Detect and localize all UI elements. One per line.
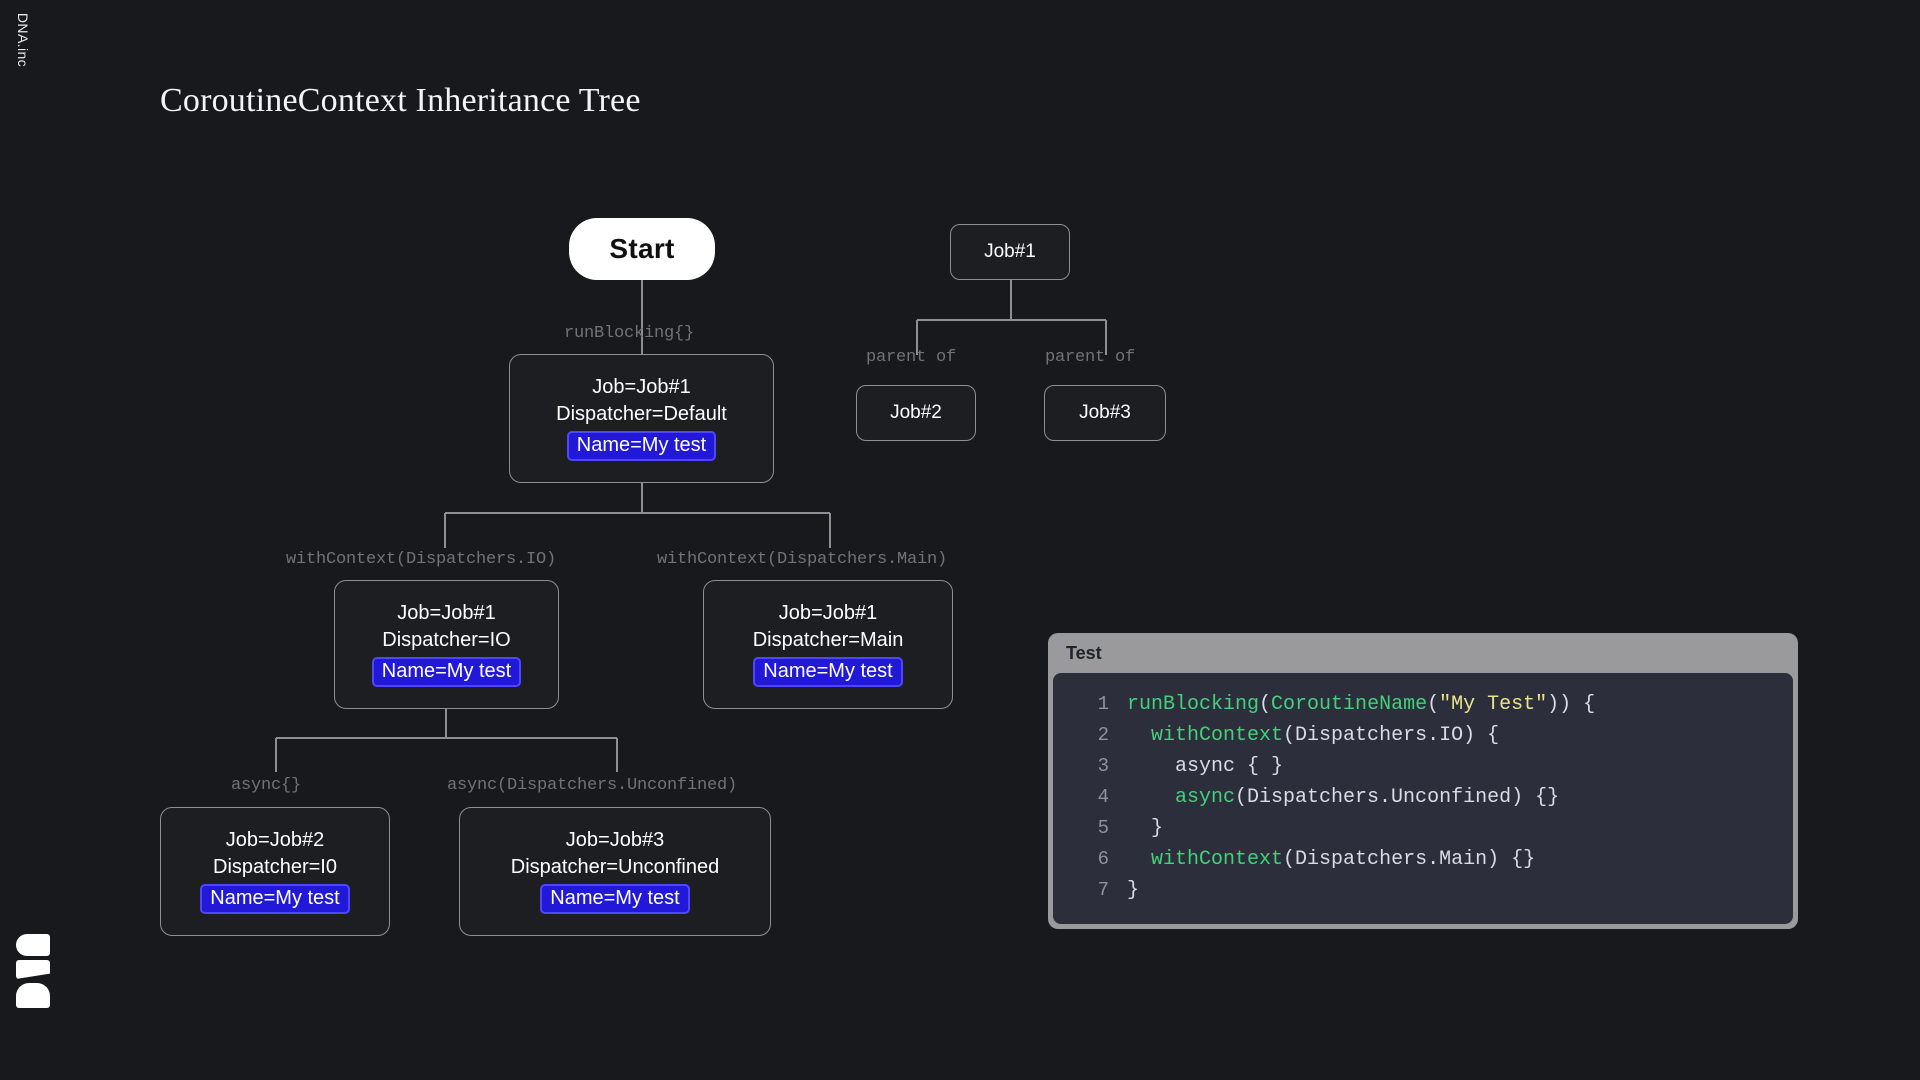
code-line-source: withContext(Dispatchers.Main) {}: [1127, 844, 1535, 875]
edge-label-runblocking: runBlocking{}: [564, 324, 695, 343]
node-job3[interactable]: Job#3: [1044, 385, 1166, 441]
code-line: 2 withContext(Dispatchers.IO) {: [1053, 720, 1793, 751]
code-token: withContext: [1151, 724, 1284, 747]
code-token: [1127, 786, 1175, 809]
node-start[interactable]: Start: [569, 218, 715, 280]
code-token: (Dispatchers.Unconfined) {}: [1235, 786, 1560, 809]
code-token: }: [1127, 879, 1140, 902]
edge-root-to-children: [444, 483, 831, 548]
node-job2-label: Job#2: [890, 402, 942, 423]
node-context-root-name-badge: Name=My test: [566, 430, 717, 462]
code-token: async: [1175, 786, 1236, 809]
code-line-number: 7: [1097, 879, 1109, 901]
code-token: runBlocking: [1127, 693, 1260, 716]
code-panel-tab-bar: Test: [1048, 633, 1798, 673]
node-job1[interactable]: Job#1: [950, 224, 1070, 280]
node-context-job3[interactable]: Job=Job#3 Dispatcher=Unconfined Name=My …: [459, 807, 771, 936]
edge-io-to-async: [275, 709, 618, 772]
code-line-number: 4: [1097, 786, 1109, 808]
node-context-io-dispatcher: Dispatcher=IO: [382, 629, 511, 652]
node-context-job2-name-badge: Name=My test: [200, 883, 350, 915]
edge-label-async-unconfined: async(Dispatchers.Unconfined): [447, 776, 738, 795]
dna-logo-bar-n: [16, 960, 50, 979]
edge-label-async: async{}: [231, 776, 302, 795]
code-token: CoroutineName: [1271, 693, 1428, 716]
code-token: [1127, 848, 1151, 871]
code-token: (Dispatchers.IO) {: [1283, 724, 1500, 747]
page-title: CoroutineContext Inheritance Tree: [160, 82, 641, 119]
code-token: (: [1259, 693, 1272, 716]
dna-logo-bar-d: [16, 934, 50, 956]
node-context-main-job: Job=Job#1: [778, 601, 878, 624]
code-token: [1127, 724, 1151, 747]
node-start-label: Start: [609, 233, 675, 264]
edge-label-parent-of-2: parent of: [1045, 348, 1136, 367]
code-line-source: async { }: [1127, 751, 1283, 782]
edge-label-withcontext-main: withContext(Dispatchers.Main): [657, 550, 948, 569]
tab-test[interactable]: Test: [1066, 642, 1102, 663]
code-token: )) {: [1547, 693, 1596, 716]
code-line-source: withContext(Dispatchers.IO) {: [1127, 720, 1499, 751]
code-token: "My Test": [1439, 693, 1548, 716]
code-token: (Dispatchers.Main) {}: [1283, 848, 1536, 871]
node-job3-label: Job#3: [1079, 402, 1131, 423]
node-context-root[interactable]: Job=Job#1 Dispatcher=Default Name=My tes…: [509, 354, 774, 483]
code-line-number: 1: [1097, 693, 1109, 715]
node-context-job3-dispatcher: Dispatcher=Unconfined: [510, 856, 720, 879]
edge-job1-to-jobs: [916, 280, 1107, 355]
node-context-job2[interactable]: Job=Job#2 Dispatcher=I0 Name=My test: [160, 807, 390, 936]
code-token: }: [1127, 817, 1164, 840]
dna-logo: [16, 934, 50, 1008]
node-context-io[interactable]: Job=Job#1 Dispatcher=IO Name=My test: [334, 580, 559, 709]
code-line: 4 async(Dispatchers.Unconfined) {}: [1053, 782, 1793, 813]
node-context-job2-job: Job=Job#2: [225, 828, 325, 851]
code-line-number: 6: [1097, 848, 1109, 870]
code-line-source: }: [1127, 875, 1139, 906]
node-context-root-dispatcher: Dispatcher=Default: [556, 403, 727, 426]
node-job2[interactable]: Job#2: [856, 385, 976, 441]
dna-logo-bar-a: [16, 983, 50, 1008]
node-job1-label: Job#1: [984, 241, 1036, 262]
edge-label-parent-of-1: parent of: [866, 348, 957, 367]
edge-label-withcontext-io: withContext(Dispatchers.IO): [286, 550, 557, 569]
code-line: 6 withContext(Dispatchers.Main) {}: [1053, 844, 1793, 875]
code-token: async { }: [1127, 755, 1284, 778]
code-line-source: runBlocking(CoroutineName("My Test")) {: [1127, 689, 1595, 720]
code-line: 3 async { }: [1053, 751, 1793, 782]
code-line: 7}: [1053, 875, 1793, 906]
node-context-io-name-badge: Name=My test: [371, 656, 522, 688]
node-context-main[interactable]: Job=Job#1 Dispatcher=Main Name=My test: [703, 580, 953, 709]
node-context-job2-dispatcher: Dispatcher=I0: [213, 856, 337, 879]
code-line-source: async(Dispatchers.Unconfined) {}: [1127, 782, 1559, 813]
node-context-main-dispatcher: Dispatcher=Main: [752, 629, 904, 652]
node-context-job3-job: Job=Job#3: [565, 828, 665, 851]
code-line-number: 2: [1097, 724, 1109, 746]
code-line: 5 }: [1053, 813, 1793, 844]
code-line-number: 5: [1097, 817, 1109, 839]
code-line-number: 3: [1097, 755, 1109, 777]
code-line-source: }: [1127, 813, 1163, 844]
node-context-root-job: Job=Job#1: [592, 375, 691, 398]
node-context-io-job: Job=Job#1: [397, 601, 496, 624]
code-token: withContext: [1151, 848, 1284, 871]
node-context-main-name-badge: Name=My test: [753, 656, 903, 688]
node-context-job3-name-badge: Name=My test: [540, 883, 690, 915]
code-token: (: [1427, 693, 1440, 716]
